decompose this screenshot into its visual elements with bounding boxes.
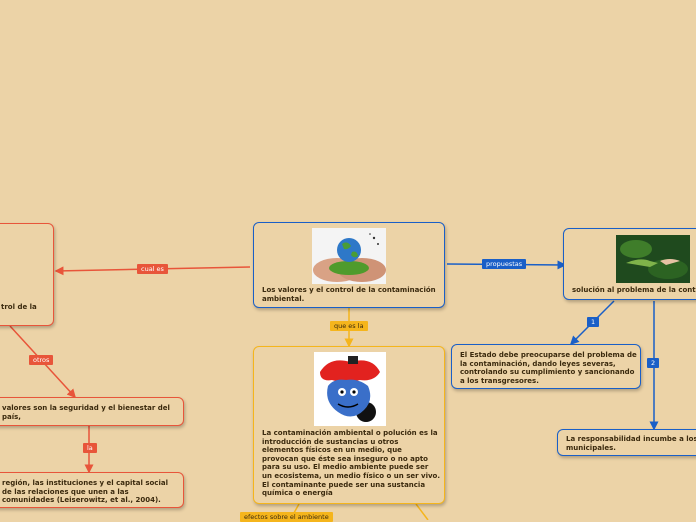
pollution-cartoon-illustration xyxy=(314,352,386,426)
left-subsub-node[interactable]: región, las instituciones y el capital s… xyxy=(0,472,184,508)
right-sub1-node[interactable]: El Estado debe preocuparse del problema … xyxy=(451,344,641,389)
label-otros: otros xyxy=(29,355,54,365)
right-topic-node[interactable]: solución al problema de la conta xyxy=(563,228,696,300)
left-sub-node[interactable]: valores son la seguridad y el bienestar … xyxy=(0,397,184,426)
label-la: la xyxy=(83,443,97,453)
handshake-leaves-illustration xyxy=(616,235,690,283)
label-1: 1 xyxy=(587,317,600,327)
label-efectos: efectos sobre el ambiente xyxy=(240,512,333,522)
pollution-cartoon-image xyxy=(314,352,386,426)
label-cual-es: cual es xyxy=(137,264,168,274)
hands-globe-image xyxy=(312,228,386,284)
left-topic-text: trol de la xyxy=(1,303,37,311)
left-topic-node[interactable]: trol de la xyxy=(0,223,54,326)
handshake-leaves-image xyxy=(616,235,690,283)
central-topic-node[interactable]: Los valores y el control de la contamina… xyxy=(253,222,445,308)
link-bottom-other xyxy=(415,503,429,520)
right-sub1-text: El Estado debe preocuparse del problema … xyxy=(460,351,637,385)
right-sub2-text: La responsabilidad incumbe a los municip… xyxy=(566,435,696,452)
bottom-topic-node[interactable]: La contaminación ambiental o polución es… xyxy=(253,346,445,504)
left-sub-text: valores son la seguridad y el bienestar … xyxy=(2,404,170,421)
label-2: 2 xyxy=(647,358,660,368)
bottom-topic-text: La contaminación ambiental o polución es… xyxy=(262,429,441,498)
label-propuestas: propuestas xyxy=(482,259,527,269)
right-sub2-node[interactable]: La responsabilidad incumbe a los municip… xyxy=(557,429,696,456)
label-que-es-la: que es la xyxy=(330,321,368,331)
right-topic-text: solución al problema de la conta xyxy=(572,286,696,294)
central-topic-text: Los valores y el control de la contamina… xyxy=(262,286,436,303)
hands-globe-illustration xyxy=(312,228,386,284)
left-subsub-text: región, las instituciones y el capital s… xyxy=(2,479,168,505)
